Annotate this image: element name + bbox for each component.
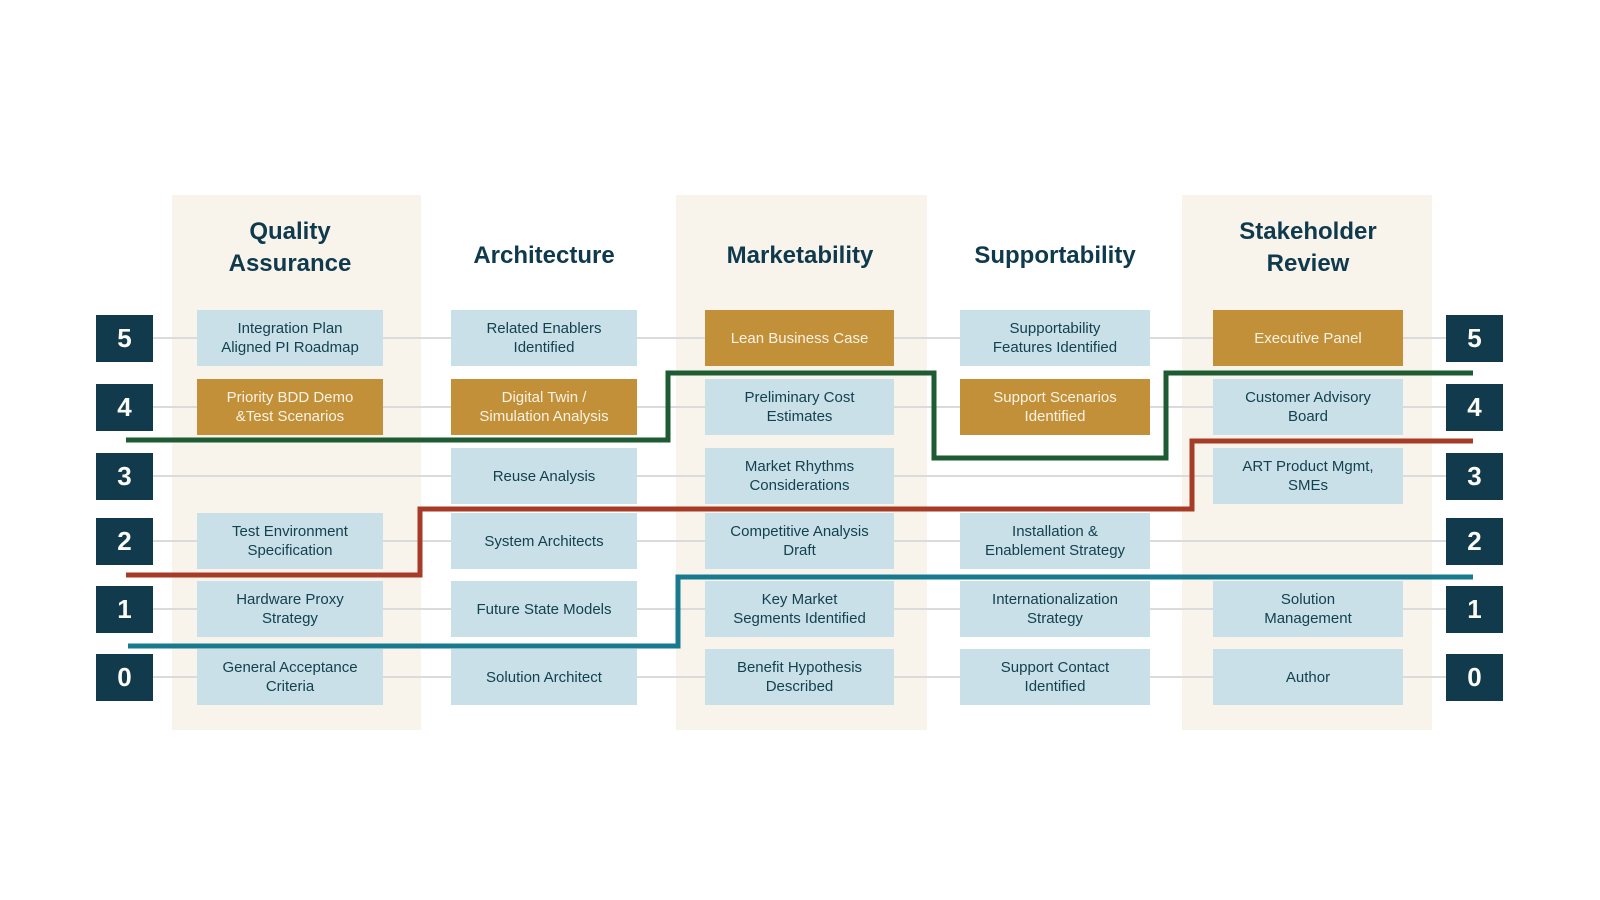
level-badge-left-4: 4	[96, 383, 153, 431]
level-badge-right-3: 3	[1446, 452, 1503, 500]
level-badge-right-1: 1	[1446, 585, 1503, 633]
column-header-architecture: Architecture	[473, 242, 615, 269]
cell-marketability-level-0: Benefit Hypothesis Described	[705, 649, 894, 705]
level-badge-right-0: 0	[1446, 653, 1503, 701]
level-badge-left-2: 2	[96, 517, 153, 565]
cell-architecture-level-5: Related Enablers Identified	[451, 310, 637, 366]
level-badge-left-5: 5	[96, 314, 153, 362]
level-badge-left-1: 1	[96, 585, 153, 633]
column-header-marketability: Marketability	[726, 242, 874, 269]
level-badge-right-4: 4	[1446, 383, 1503, 431]
cell-stakeholder-review-level-5: Executive Panel	[1213, 310, 1403, 366]
column-header-stakeholder-review: Stakeholder Review	[1239, 218, 1377, 277]
cell-supportability-level-0: Support Contact Identified	[960, 649, 1150, 705]
cell-architecture-level-0: Solution Architect	[451, 649, 637, 705]
level-badge-left-0: 0	[96, 653, 153, 701]
column-header-supportability: Supportability	[974, 242, 1136, 269]
cell-supportability-level-5: Supportability Features Identified	[960, 310, 1150, 366]
cell-marketability-level-5: Lean Business Case	[705, 310, 894, 366]
level-badge-right-2: 2	[1446, 517, 1503, 565]
cell-quality-assurance-level-0: General Acceptance Criteria	[197, 649, 383, 705]
level-badge-left-3: 3	[96, 452, 153, 500]
column-header-quality-assurance: Quality Assurance	[228, 218, 352, 277]
cell-quality-assurance-level-5: Integration Plan Aligned PI Roadmap	[197, 310, 383, 366]
level-badge-right-5: 5	[1446, 314, 1503, 362]
cell-stakeholder-review-level-0: Author	[1213, 649, 1403, 705]
